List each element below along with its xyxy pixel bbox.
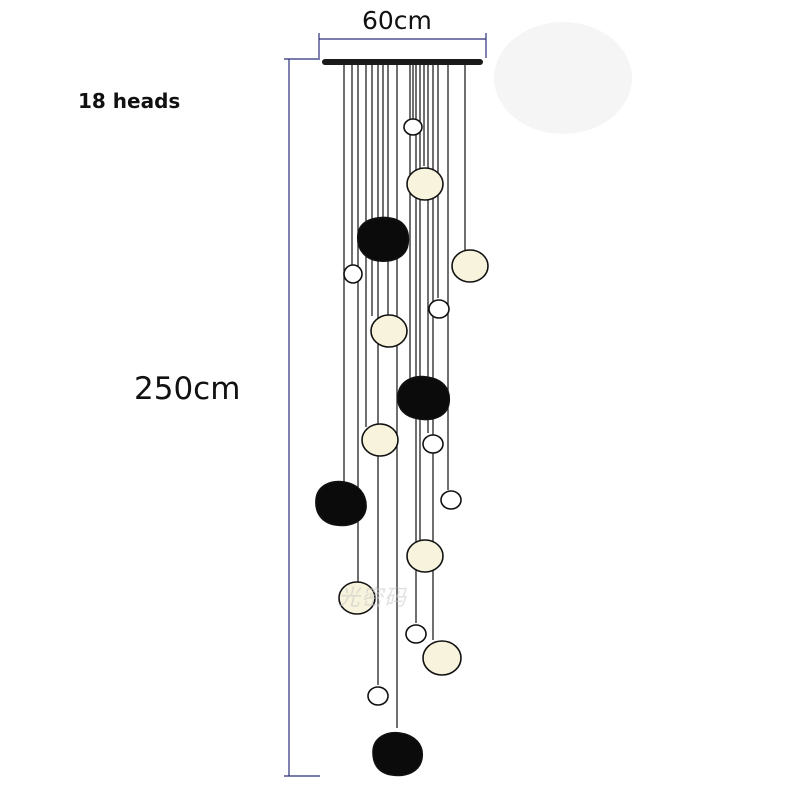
pendant-wires: [343, 65, 466, 728]
background-blob: [494, 22, 632, 134]
cream-head: [338, 581, 376, 615]
small-white-head: [422, 434, 444, 454]
small-white-head: [405, 624, 427, 644]
small-white-head: [343, 264, 363, 284]
small-white-head: [428, 299, 450, 319]
canopy: [322, 59, 483, 65]
small-white-head: [440, 490, 462, 510]
small-white-head: [367, 686, 389, 706]
cream-head: [370, 314, 408, 348]
dark-head: [397, 375, 451, 421]
dark-head: [356, 216, 410, 262]
pendant-heads: [315, 118, 489, 777]
cream-head: [406, 539, 444, 573]
height-dimension: [284, 58, 320, 777]
small-white-head: [403, 118, 423, 136]
cream-head: [451, 249, 489, 283]
cream-head: [422, 640, 462, 676]
dark-head: [315, 480, 367, 527]
width-dimension: [318, 33, 487, 58]
heads-count-label: 18 heads: [78, 89, 181, 113]
cream-head: [361, 423, 399, 457]
watermark: 光密码: [338, 586, 408, 611]
height-label: 250cm: [134, 371, 241, 407]
cream-head: [406, 167, 444, 201]
width-label: 60cm: [362, 6, 432, 35]
dark-head: [372, 731, 424, 777]
